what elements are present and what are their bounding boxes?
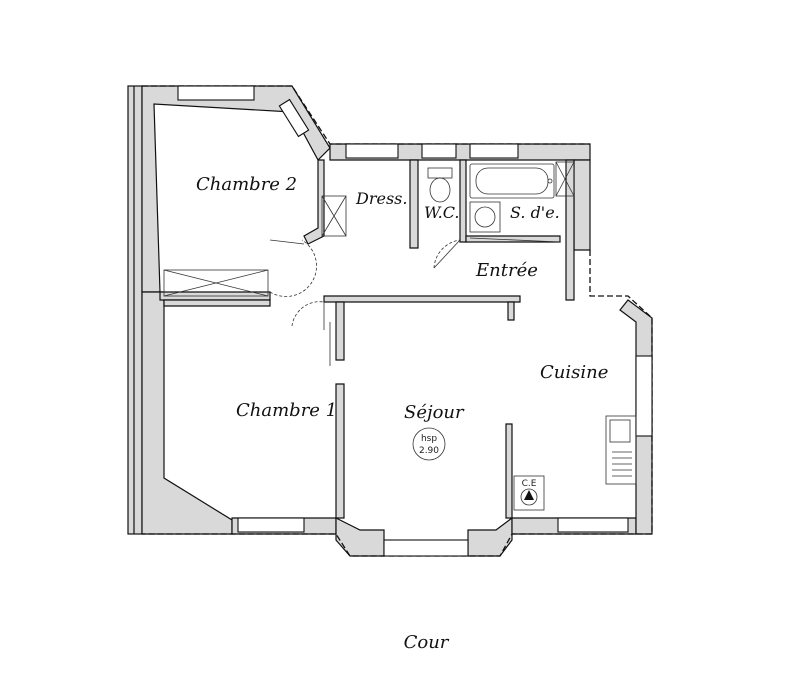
- room-label-bathroom: S. d'e.: [510, 203, 560, 222]
- toilet: [427, 167, 453, 203]
- room-label-dressing: Dress.: [355, 189, 407, 208]
- washbasin: [469, 201, 501, 233]
- interior-walls: [159, 159, 575, 519]
- boiler-label: C.E: [522, 479, 537, 489]
- ceiling-height-badge: hsp 2.90: [412, 427, 446, 461]
- courtyard-label: Cour: [404, 632, 450, 653]
- shaft: [321, 195, 347, 237]
- room-label-cuisine: Cuisine: [540, 362, 608, 383]
- ceiling-height-label: hsp: [421, 434, 437, 444]
- bathroom-shaft: [555, 161, 575, 197]
- bathtub: [469, 163, 555, 199]
- doors: [269, 237, 561, 366]
- windows: [177, 85, 653, 557]
- closet: [163, 269, 269, 297]
- room-label-wc: W.C.: [424, 203, 460, 222]
- boiler: C.E: [513, 475, 545, 511]
- room-label-sejour: Séjour: [404, 402, 465, 423]
- ceiling-height-value: 2.90: [419, 446, 439, 456]
- room-label-entree: Entrée: [475, 260, 538, 281]
- kitchen-sink: [605, 415, 637, 485]
- left-exterior-wall: [127, 85, 143, 535]
- room-label-chambre-2: Chambre 2: [196, 174, 297, 195]
- room-label-chambre-1: Chambre 1: [236, 400, 337, 421]
